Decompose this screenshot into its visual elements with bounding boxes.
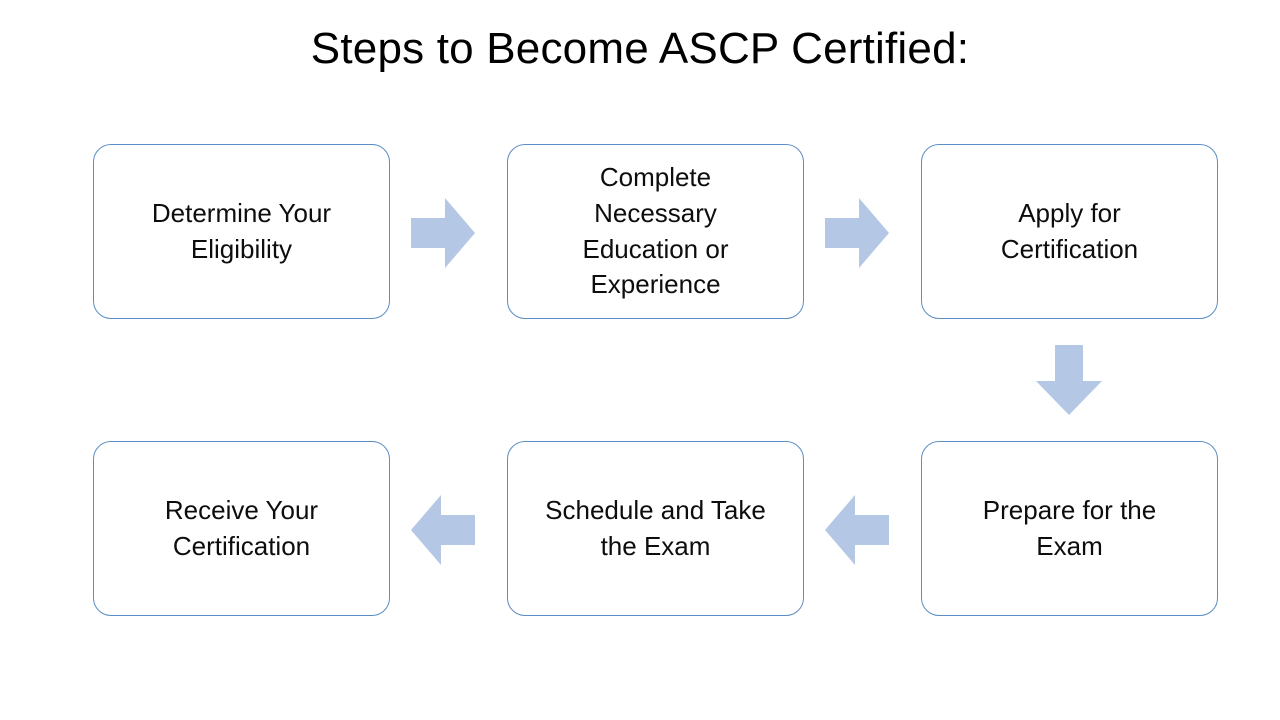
arrow-left-icon	[825, 495, 889, 565]
flow-step-prepare-for-the-exam[interactable]: Prepare for the Exam	[921, 441, 1218, 616]
flow-step-receive-your-certification[interactable]: Receive Your Certification	[93, 441, 390, 616]
flow-step-complete-necessary-education-or-experience[interactable]: Complete Necessary Education or Experien…	[507, 144, 804, 319]
flow-step-label: Complete Necessary Education or Experien…	[582, 162, 729, 300]
page-title: Steps to Become ASCP Certified:	[310, 24, 970, 73]
arrow-right-icon	[825, 198, 889, 268]
arrow-down-icon	[1036, 345, 1102, 415]
arrow-left-icon	[411, 495, 475, 565]
arrow-right-icon	[411, 198, 475, 268]
flow-step-schedule-and-take-the-exam[interactable]: Schedule and Take the Exam	[507, 441, 804, 616]
flow-step-label: Apply for Certification	[1000, 197, 1139, 264]
flow-step-label: Prepare for the Exam	[982, 494, 1157, 561]
flow-step-apply-for-certification[interactable]: Apply for Certification	[921, 144, 1218, 319]
flow-step-label: Determine Your Eligibility	[151, 197, 332, 264]
flow-step-determine-your-eligibility[interactable]: Determine Your Eligibility	[93, 144, 390, 319]
flow-step-label: Receive Your Certification	[164, 494, 319, 561]
flow-step-label: Schedule and Take the Exam	[545, 494, 766, 561]
